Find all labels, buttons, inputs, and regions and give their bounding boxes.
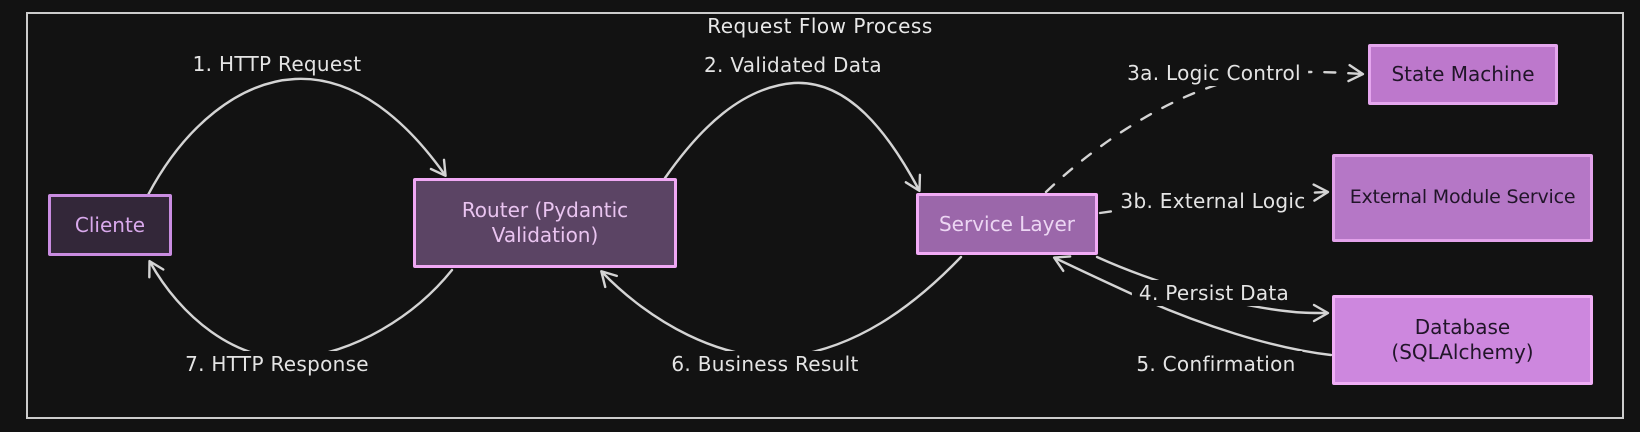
- node-external-module-service: External Module Service: [1332, 154, 1593, 242]
- edge-label-http-request: 1. HTTP Request: [185, 51, 369, 77]
- arrow-5-confirmation: [1052, 255, 1333, 357]
- edge-label-business-result: 6. Business Result: [664, 351, 866, 377]
- node-state-machine: State Machine: [1368, 44, 1558, 105]
- subgraph-frame: [26, 12, 1624, 419]
- edge-label-validated-data: 2. Validated Data: [697, 52, 889, 78]
- node-database-sqlalchemy: Database (SQLAlchemy): [1332, 295, 1593, 385]
- arrow-4-persist-data: [1095, 255, 1330, 323]
- arrow-2-validated-data: [663, 81, 922, 193]
- node-router-pydantic-validation: Router (Pydantic Validation): [413, 178, 677, 268]
- node-cliente: Cliente: [48, 194, 172, 256]
- arrow-6-business-result: [600, 255, 963, 359]
- arrow-7-http-response: [148, 259, 454, 360]
- arrow-1-http-request: [146, 77, 447, 197]
- node-cliente-label: Cliente: [74, 212, 146, 237]
- edge-label-http-response: 7. HTTP Response: [178, 351, 376, 377]
- node-router-label: Router (Pydantic Validation): [461, 198, 629, 247]
- node-service-label: Service Layer: [938, 211, 1076, 236]
- diagram-title: Request Flow Process: [707, 14, 933, 38]
- node-database-label: Database (SQLAlchemy): [1391, 315, 1534, 364]
- arrow-3a-logic-control: [1044, 63, 1365, 194]
- edge-label-confirmation: 5. Confirmation: [1129, 351, 1303, 377]
- node-service-layer: Service Layer: [916, 193, 1098, 255]
- node-state-machine-label: State Machine: [1391, 62, 1535, 86]
- edge-label-logic-control: 3a. Logic Control: [1120, 60, 1308, 86]
- node-external-module-label: External Module Service: [1349, 186, 1576, 209]
- edge-label-persist-data: 4. Persist Data: [1131, 280, 1297, 306]
- edge-label-external-logic: 3b. External Logic: [1113, 188, 1313, 214]
